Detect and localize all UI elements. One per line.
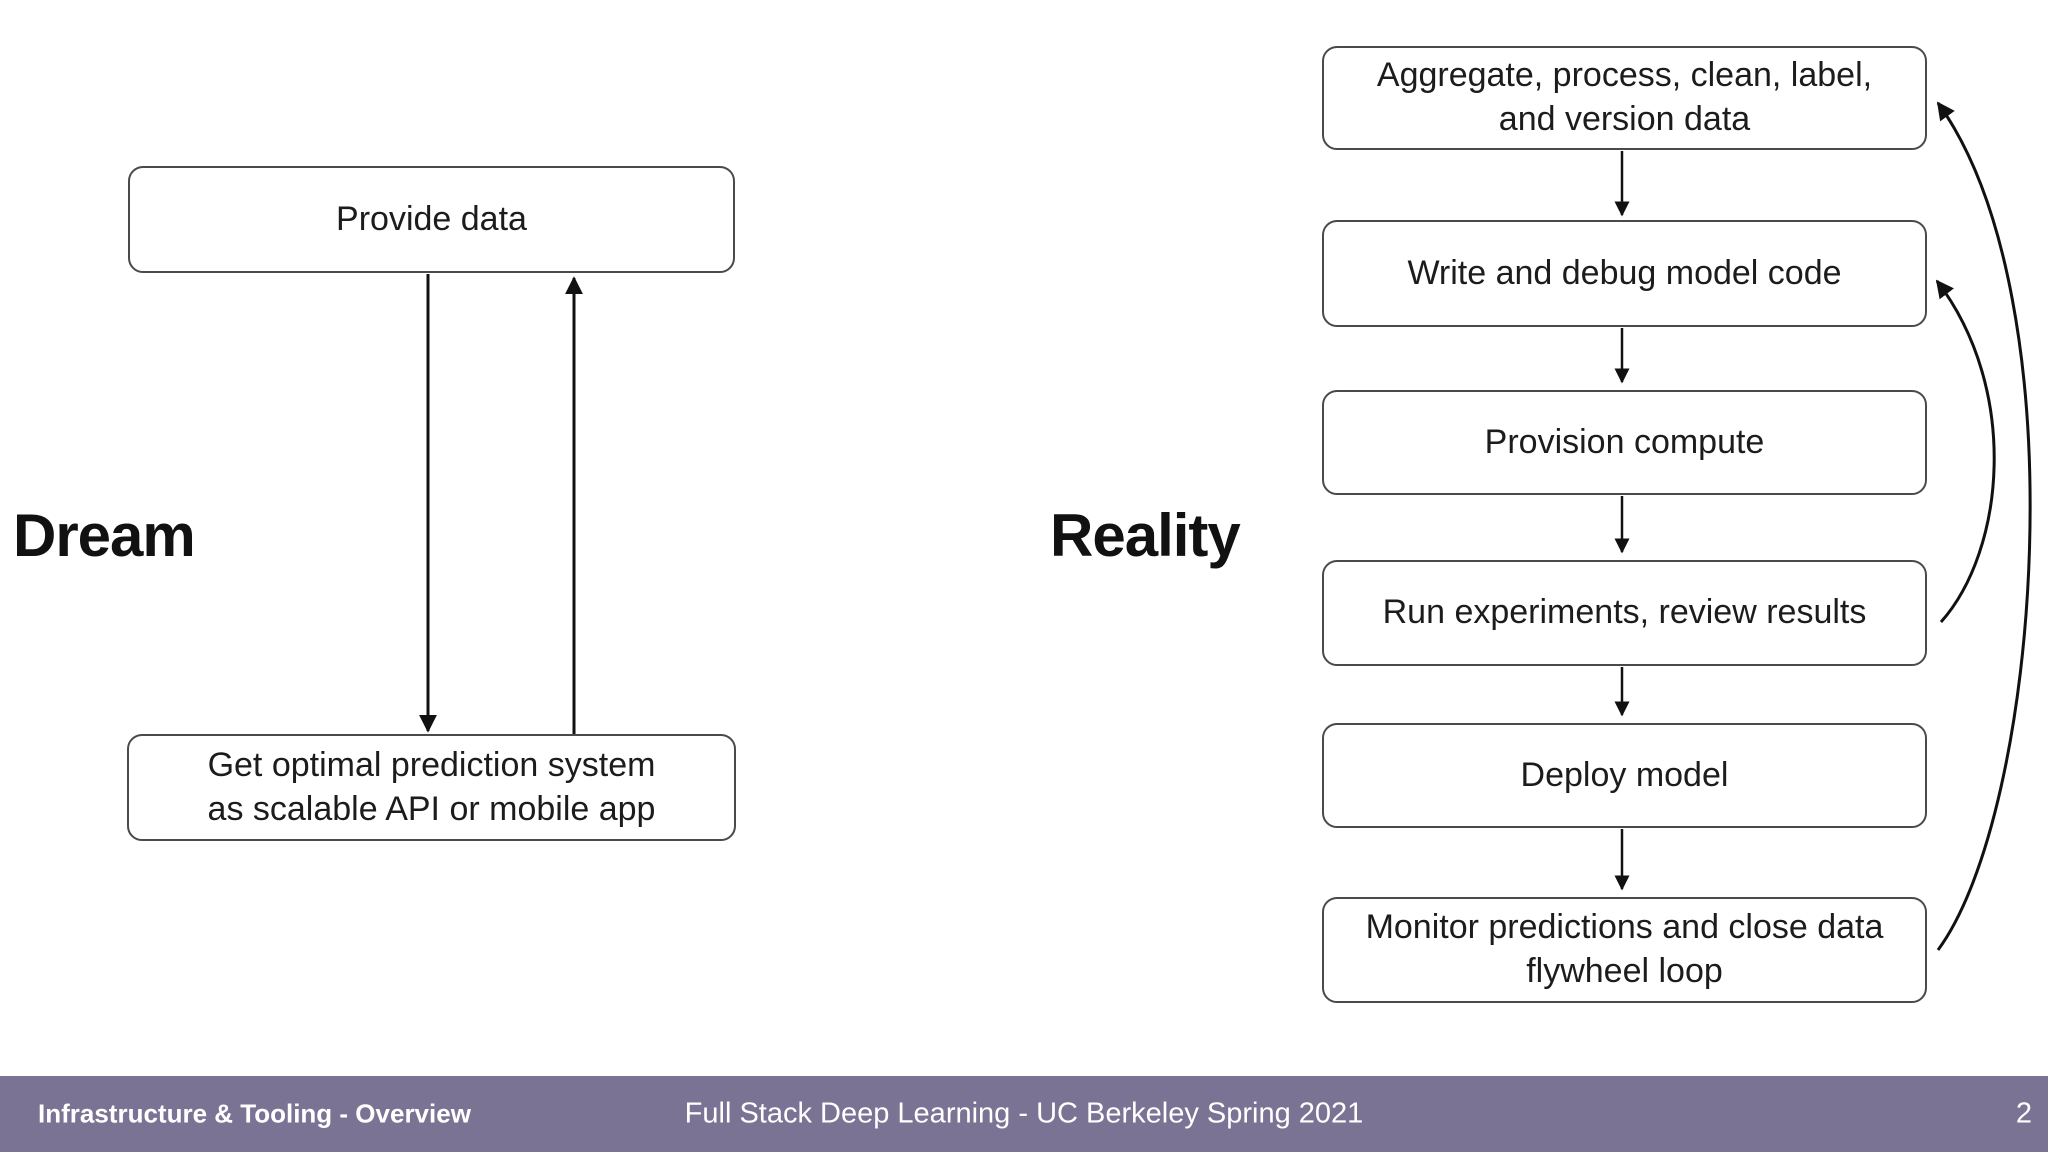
flow-box-write-debug-code: Write and debug model code	[1322, 220, 1927, 327]
flow-box-run-experiments: Run experiments, review results	[1322, 560, 1927, 666]
reality-label: Reality	[1050, 502, 1241, 569]
footer-section-title: Infrastructure & Tooling - Overview	[38, 1098, 471, 1129]
footer-page-number: 2	[2015, 1097, 2032, 1130]
flow-box-monitor-predictions: Monitor predictions and close data flywh…	[1322, 897, 1927, 1003]
flow-box-optimal-prediction-system: Get optimal prediction system as scalabl…	[127, 734, 736, 841]
flow-box-provide-data: Provide data	[128, 166, 735, 273]
flow-box-provision-compute: Provision compute	[1322, 390, 1927, 495]
feedback-curve-monitor-to-data	[1936, 101, 2032, 951]
flow-box-deploy-model: Deploy model	[1322, 723, 1927, 828]
feedback-curve-experiments-to-code	[1935, 279, 1996, 623]
footer-course-title: Full Stack Deep Learning - UC Berkeley S…	[684, 1097, 1364, 1130]
footer-bar: Infrastructure & Tooling - Overview Full…	[0, 1076, 2048, 1152]
flow-box-aggregate-data: Aggregate, process, clean, label, and ve…	[1322, 46, 1927, 150]
dream-label: Dream	[13, 502, 196, 569]
